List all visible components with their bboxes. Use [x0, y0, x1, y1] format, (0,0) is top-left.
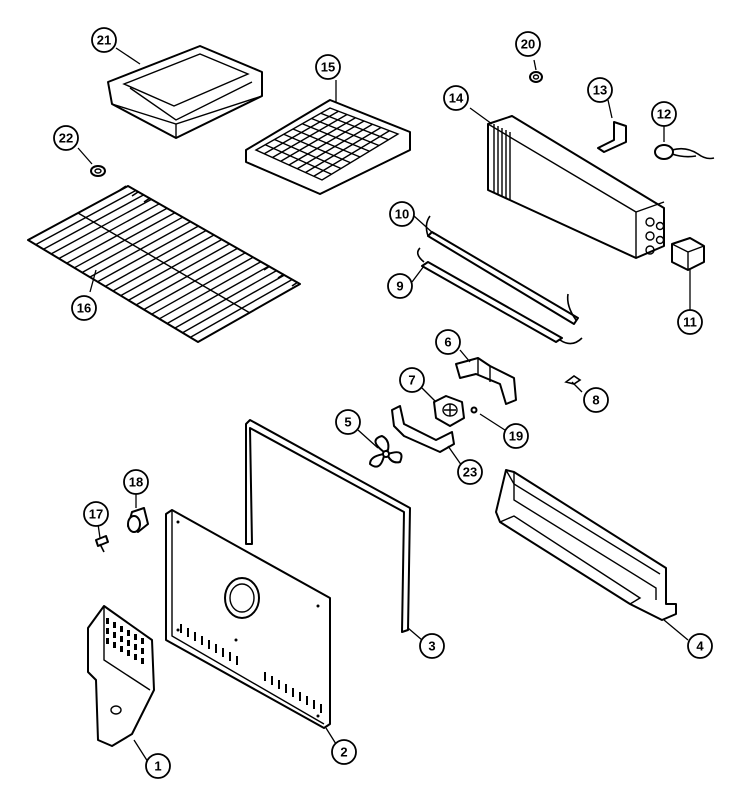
- part-10-defrost-heater-upper: [425, 215, 579, 325]
- callout-21: 21: [91, 27, 117, 53]
- callout-4-label: 4: [696, 639, 704, 654]
- callout-16-label: 16: [77, 301, 91, 316]
- callout-6: 6: [435, 329, 461, 355]
- callout-4: 4: [687, 633, 713, 659]
- callout-12-label: 12: [657, 107, 671, 122]
- part-21-ice-bin: [107, 45, 263, 139]
- part-14-evaporator: [487, 115, 665, 259]
- callout-22: 22: [53, 125, 79, 151]
- callout-17-label: 17: [89, 507, 103, 522]
- callout-19-label: 19: [509, 429, 523, 444]
- part-12-sensor: [654, 144, 715, 160]
- callout-20: 20: [515, 31, 541, 57]
- callout-18-label: 18: [129, 475, 143, 490]
- callout-21-label: 21: [97, 33, 111, 48]
- callout-20-label: 20: [521, 37, 535, 52]
- part-17-screw: [95, 535, 109, 553]
- callout-1: 1: [145, 753, 171, 779]
- callout-5: 5: [335, 409, 361, 435]
- callout-16: 16: [71, 295, 97, 321]
- part-11-terminal-block: [671, 237, 705, 271]
- callout-9-label: 9: [396, 279, 403, 294]
- part-16-wire-shelf: [27, 185, 301, 343]
- part-2-panel: [165, 509, 331, 729]
- callout-7: 7: [399, 367, 425, 393]
- part-8-clip: [564, 375, 582, 385]
- callout-14-label: 14: [449, 91, 464, 106]
- callout-13-label: 13: [593, 83, 607, 98]
- callout-14: 14: [443, 85, 469, 111]
- callout-19: 19: [503, 423, 529, 449]
- callout-2: 2: [331, 739, 357, 765]
- part-23-motor-bracket: [391, 405, 455, 453]
- callout-15-label: 15: [321, 60, 335, 75]
- callout-8: 8: [583, 387, 609, 413]
- callout-8-label: 8: [592, 393, 599, 408]
- part-19-screw: [470, 406, 478, 414]
- callout-1-label: 1: [154, 759, 161, 774]
- part-7-fan-motor: [433, 395, 465, 427]
- callout-9: 9: [387, 273, 413, 299]
- part-22-nut: [90, 165, 106, 177]
- callout-13: 13: [587, 77, 613, 103]
- part-9-defrost-heater-lower: [416, 247, 583, 345]
- callout-23-label: 23: [463, 465, 477, 480]
- part-4-drain-trough: [495, 469, 677, 621]
- part-15-ice-tray: [245, 99, 411, 195]
- part-18-knob: [127, 507, 149, 533]
- callout-23: 23: [457, 459, 483, 485]
- callout-3: 3: [419, 633, 445, 659]
- callout-3-label: 3: [428, 639, 435, 654]
- part-5-fan-blade: [369, 435, 403, 468]
- callout-11: 11: [677, 309, 703, 335]
- part-1-control-housing: [87, 605, 155, 747]
- callout-22-label: 22: [59, 131, 73, 146]
- callout-17: 17: [83, 501, 109, 527]
- leader-lines: [77, 47, 691, 763]
- callout-2-label: 2: [340, 745, 347, 760]
- callout-11-label: 11: [683, 315, 697, 330]
- callout-6-label: 6: [444, 335, 451, 350]
- callout-5-label: 5: [344, 415, 351, 430]
- part-20-grommet: [529, 71, 543, 83]
- callout-10-label: 10: [395, 207, 409, 222]
- callout-12: 12: [651, 101, 677, 127]
- callout-10: 10: [389, 201, 415, 227]
- part-3-gasket: [245, 419, 411, 633]
- callout-7-label: 7: [408, 373, 415, 388]
- callout-18: 18: [123, 469, 149, 495]
- part-13-bracket: [597, 121, 627, 153]
- part-6-fan-bracket: [455, 357, 517, 405]
- callout-15: 15: [315, 54, 341, 80]
